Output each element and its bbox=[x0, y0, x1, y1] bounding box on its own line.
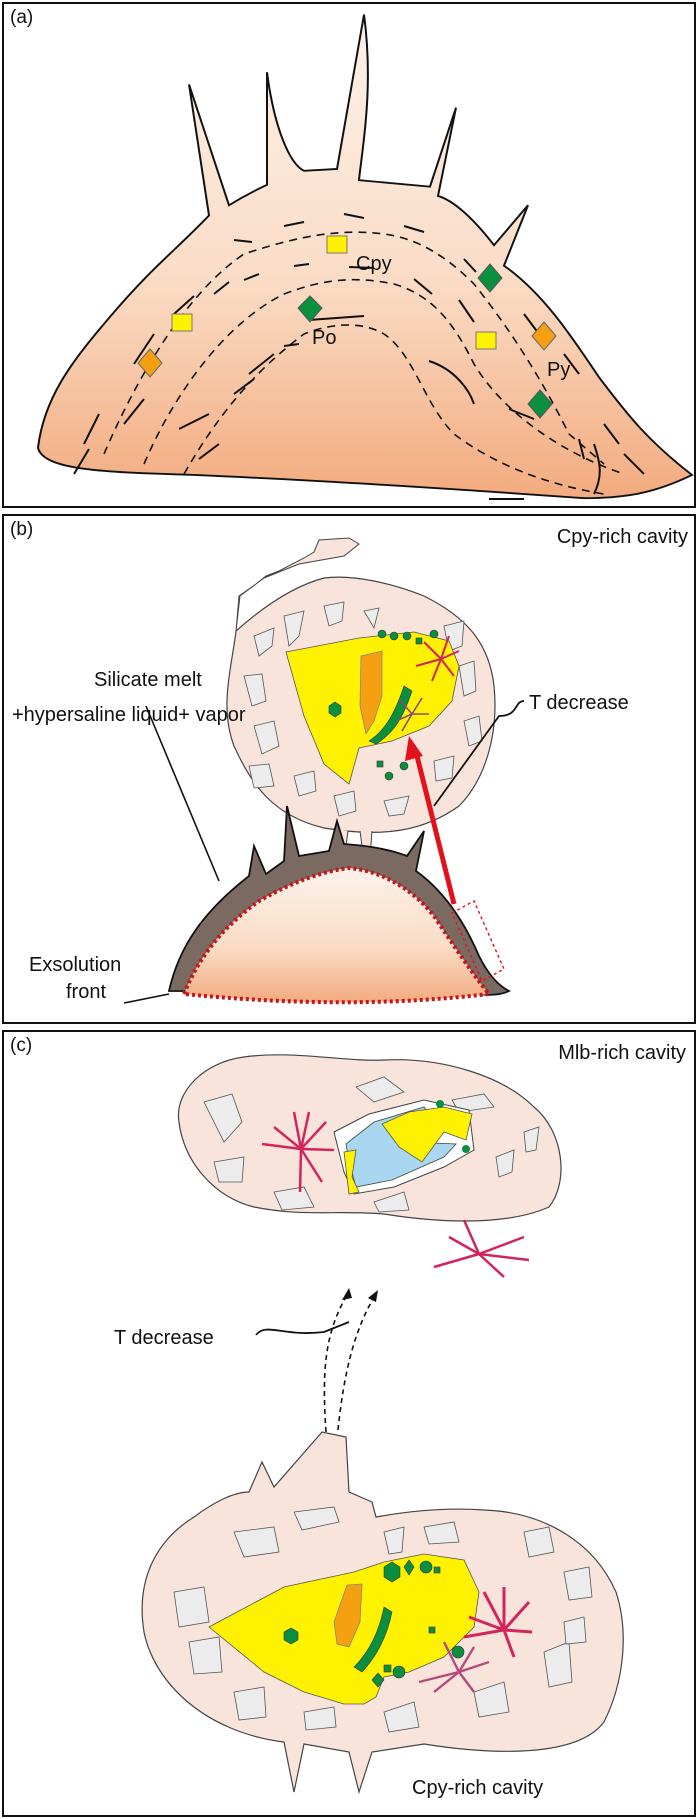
intrusion-body bbox=[36, 14, 694, 500]
pyrrhotite-grain bbox=[297, 295, 323, 323]
cpy-rich-cavity bbox=[226, 537, 496, 862]
pyrrhotite-grains bbox=[328, 629, 439, 781]
molybdenite-rosette bbox=[418, 1641, 490, 1693]
pyrrhotite-grains bbox=[283, 1559, 465, 1688]
label-po: Po bbox=[312, 327, 336, 349]
melt-label-line2: +hypersaline liquid+ vapor bbox=[12, 704, 246, 726]
t-decrease-dashed-arrow bbox=[323, 1291, 350, 1433]
label-cpy: Cpy bbox=[356, 253, 392, 275]
t-decrease-label: T decrease bbox=[529, 692, 629, 714]
panel-c-title: Mlb-rich cavity bbox=[558, 1042, 686, 1064]
feldspar-patches bbox=[173, 1506, 593, 1733]
t-decrease-leader bbox=[433, 700, 525, 807]
panel-b-title: Cpy-rich cavity bbox=[556, 526, 688, 548]
pyrrhotite-grain bbox=[477, 263, 503, 293]
panel-b: (b) Cpy-rich cavity bbox=[2, 514, 696, 1024]
exsolution-label-line2: front bbox=[66, 981, 106, 1003]
panel-b-label: (b) bbox=[10, 519, 34, 540]
mineral-grains bbox=[137, 235, 557, 419]
exsolution-interior bbox=[181, 865, 493, 1005]
pyrrhotite-grain bbox=[436, 1100, 444, 1108]
t-decrease-arrowhead bbox=[405, 736, 423, 761]
chalcopyrite-grain bbox=[326, 235, 348, 254]
panel-b-drawing: Silicate melt +hypersaline liquid+ vapor… bbox=[12, 537, 629, 1005]
panel-c-label: (c) bbox=[10, 1035, 33, 1056]
melt-leader bbox=[145, 705, 220, 882]
panel-a-label: (a) bbox=[10, 7, 34, 28]
feldspar-patches bbox=[243, 601, 483, 817]
exsolution-leader bbox=[123, 993, 170, 1004]
panel-a-drawing: Cpy Po Py bbox=[36, 14, 694, 500]
pyrrhotite-grain bbox=[462, 1145, 470, 1153]
foliation-dashes bbox=[73, 213, 645, 500]
intrusion-with-melt bbox=[167, 805, 512, 1005]
panel-c-drawing: T decrease bbox=[114, 1054, 624, 1795]
molybdenite-rosette bbox=[433, 1219, 530, 1278]
molybdenite-rosette bbox=[395, 697, 429, 732]
chalcopyrite-grain bbox=[475, 331, 497, 350]
pyrrhotite-vein bbox=[353, 1606, 393, 1673]
pyrite-grain bbox=[137, 348, 163, 378]
pyrite-grain bbox=[531, 321, 557, 351]
t-decrease-label: T decrease bbox=[114, 1327, 214, 1349]
molybdenite-rosette bbox=[415, 635, 460, 682]
pyrite-patch bbox=[359, 650, 383, 736]
pyrite-patch bbox=[333, 1583, 363, 1648]
panel-c-bottom-title: Cpy-rich cavity bbox=[412, 1777, 544, 1799]
pyrrhotite-grain bbox=[527, 389, 553, 419]
exsolution-label-line1: Exsolution bbox=[29, 954, 121, 976]
t-decrease-dashed-arrow bbox=[337, 1296, 375, 1431]
panel-c: (c) Mlb-rich cavity Cpy-rich cavity bbox=[2, 1030, 696, 1817]
molybdenite-rosette bbox=[463, 1587, 533, 1658]
chalcopyrite-fill bbox=[381, 1106, 473, 1163]
panel-a: (a) bbox=[2, 2, 696, 508]
chalcopyrite-grain bbox=[171, 313, 193, 332]
molybdenite-rosette bbox=[261, 1111, 335, 1193]
mlb-rich-cavity bbox=[177, 1054, 562, 1278]
t-decrease-leader bbox=[255, 1321, 350, 1336]
feldspar-patches bbox=[203, 1076, 540, 1213]
t-decrease-arrow-shaft bbox=[413, 751, 457, 905]
melt-label-line1: Silicate melt bbox=[94, 669, 202, 691]
chalcopyrite-fill bbox=[343, 1149, 360, 1195]
cpy-rich-cavity-large bbox=[141, 1431, 624, 1795]
label-py: Py bbox=[547, 359, 570, 381]
